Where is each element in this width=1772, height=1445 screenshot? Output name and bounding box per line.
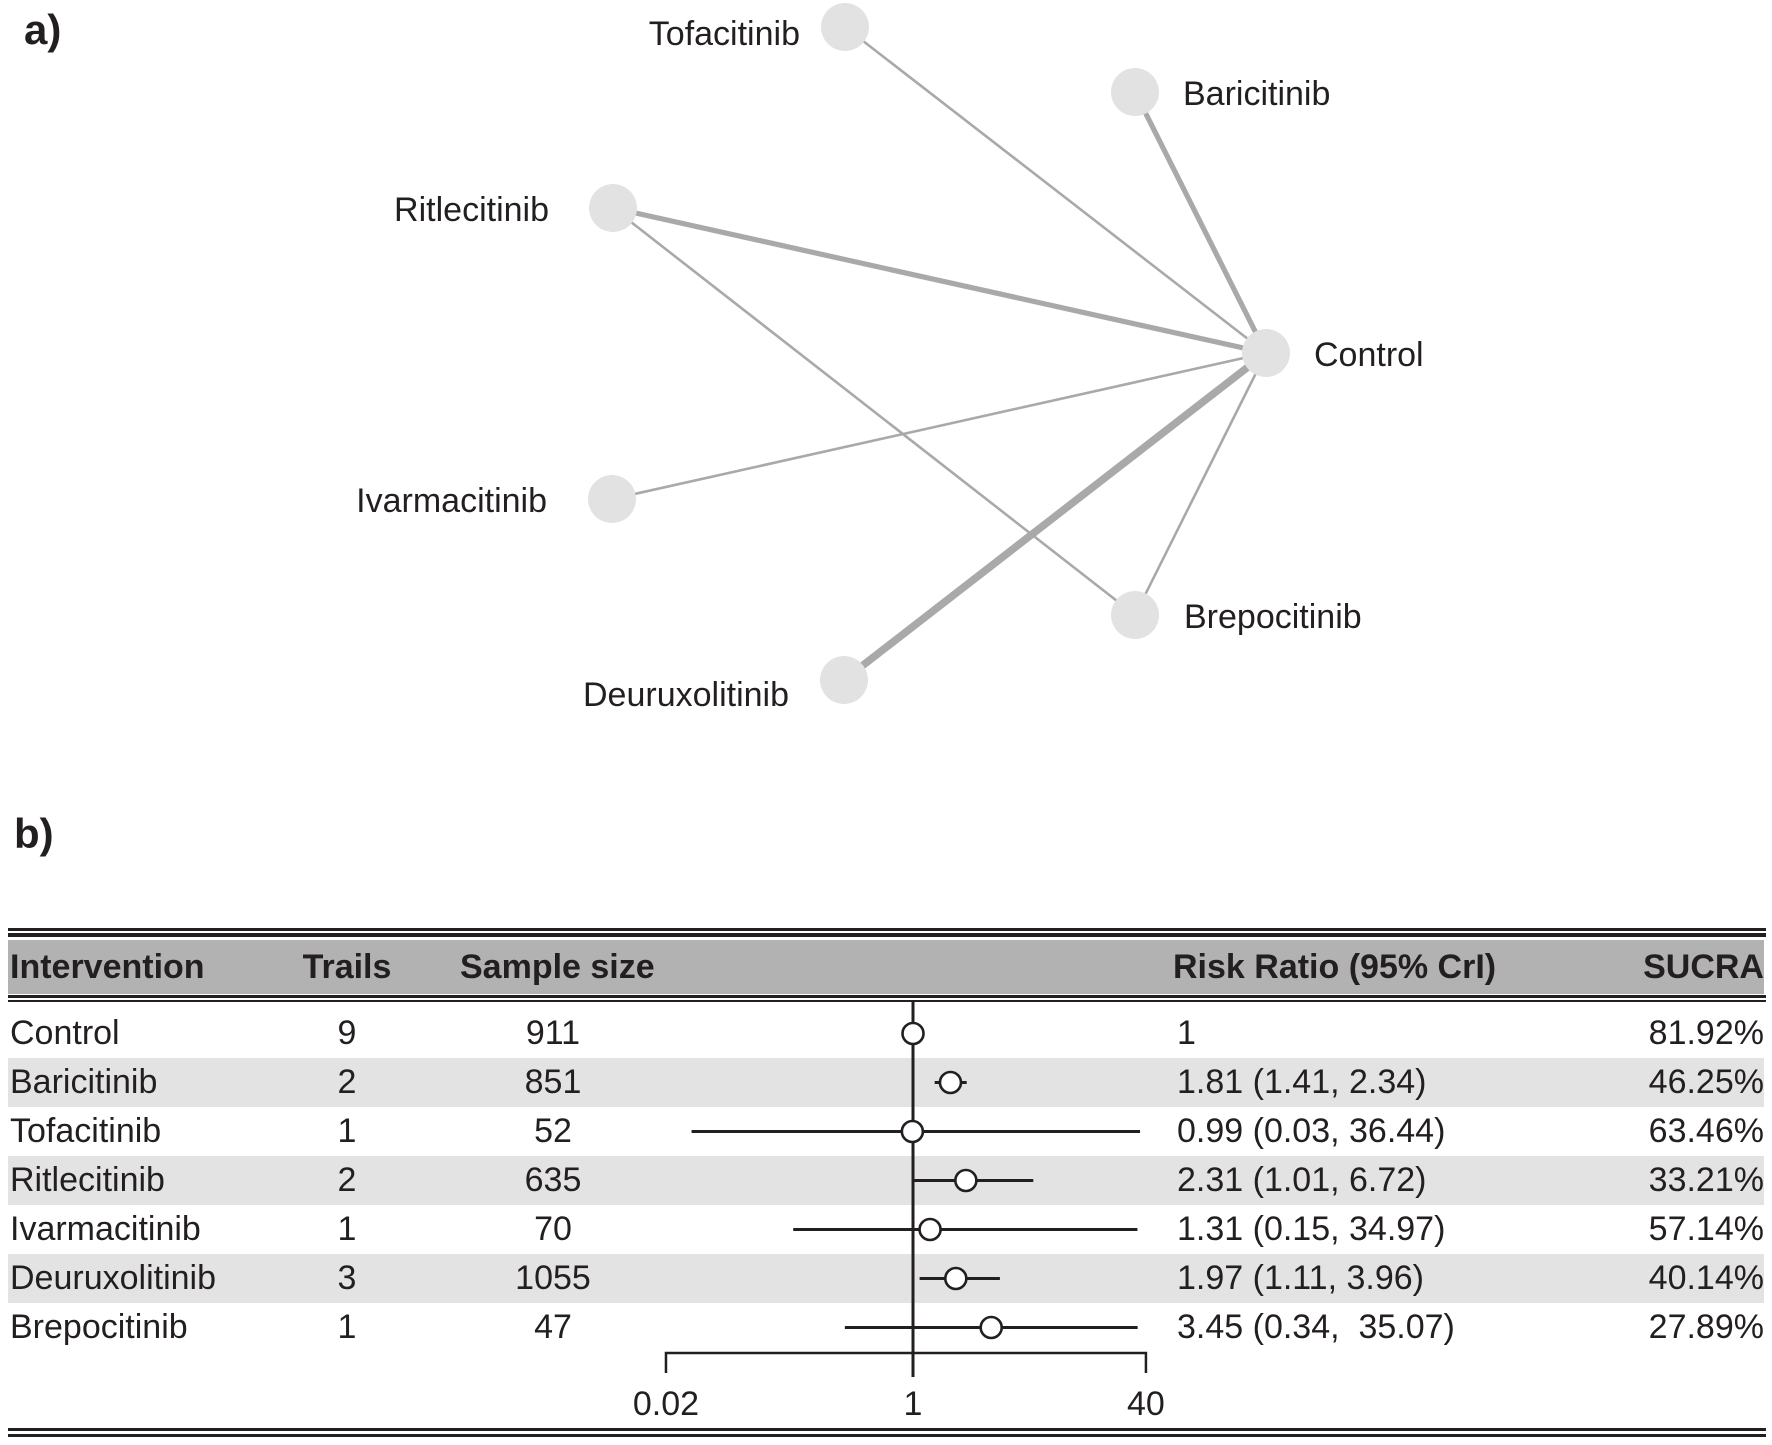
cell-sample-size-6: 47	[534, 1308, 572, 1346]
cell-sucra-6: 27.89%	[1648, 1308, 1764, 1346]
node-brepocitinib	[1111, 591, 1159, 639]
cell-sample-size-5: 1055	[515, 1259, 591, 1297]
node-label-ritlecitinib: Ritlecitinib	[394, 191, 549, 229]
cell-sucra-1: 46.25%	[1648, 1063, 1764, 1101]
cell-trails-0: 9	[337, 1014, 357, 1052]
cell-sample-size-0: 911	[525, 1014, 581, 1052]
table-header-rule-2	[8, 1000, 1766, 1002]
node-ritlecitinib	[589, 184, 637, 232]
cell-sample-size-3: 635	[524, 1161, 582, 1199]
cell-intervention-1: Baricitinib	[10, 1063, 158, 1101]
edge-baricitinib-control	[1132, 90, 1269, 355]
cell-trails-3: 2	[337, 1161, 357, 1199]
row-band-deuruxolitinib	[8, 1254, 1764, 1303]
table-header-band	[8, 940, 1764, 994]
node-baricitinib	[1111, 68, 1159, 116]
cell-intervention-5: Deuruxolitinib	[10, 1259, 216, 1297]
column-header-sucra: SUCRA	[1643, 948, 1764, 986]
table-bottom-rule-2	[8, 1434, 1766, 1437]
cell-sucra-4: 57.14%	[1648, 1210, 1764, 1248]
table-bottom-rule-1	[8, 1428, 1766, 1431]
cell-intervention-2: Tofacitinib	[10, 1112, 162, 1150]
edge-tofacitinib-control	[844, 25, 1267, 355]
edge-deuruxolitinib-control	[841, 349, 1269, 684]
cell-sample-size-2: 52	[534, 1112, 572, 1150]
cell-trails-1: 2	[337, 1063, 357, 1101]
table-top-rule-1	[8, 928, 1766, 931]
cell-sample-size-4: 70	[534, 1210, 572, 1248]
node-label-baricitinib: Baricitinib	[1183, 75, 1330, 113]
cell-sucra-5: 40.14%	[1648, 1259, 1764, 1297]
node-tofacitinib	[821, 3, 869, 51]
cell-risk-ratio-2: 0.99 (0.03, 36.44)	[1177, 1112, 1446, 1150]
cell-risk-ratio-0: 1	[1177, 1014, 1196, 1052]
cell-intervention-6: Brepocitinib	[10, 1308, 188, 1346]
cell-sample-size-1: 851	[524, 1063, 582, 1101]
cell-sucra-0: 81.92%	[1648, 1014, 1764, 1052]
edge-ritlecitinib-brepocitinib	[612, 206, 1136, 617]
table-header-rule-1	[8, 995, 1766, 998]
cell-sucra-3: 33.21%	[1648, 1161, 1764, 1199]
table-top-rule-2	[8, 933, 1766, 937]
panel-a-label: a)	[24, 6, 62, 53]
row-band-ritlecitinib	[8, 1156, 1764, 1205]
cell-risk-ratio-1: 1.81 (1.41, 2.34)	[1177, 1063, 1427, 1101]
edge-ritlecitinib-control	[612, 205, 1267, 356]
cell-intervention-4: Ivarmacitinib	[10, 1210, 201, 1248]
column-header-sample-size: Sample size	[460, 948, 655, 986]
row-band-baricitinib	[8, 1058, 1764, 1107]
node-label-ivarmacitinib: Ivarmacitinib	[356, 482, 547, 520]
cell-risk-ratio-3: 2.31 (1.01, 6.72)	[1177, 1161, 1427, 1199]
cell-trails-2: 1	[337, 1112, 357, 1150]
cell-trails-5: 3	[337, 1259, 357, 1297]
network-plot: TofacitinibBaricitinibRitlecitinibContro…	[356, 3, 1424, 714]
panel-b-label: b)	[14, 810, 54, 857]
cell-risk-ratio-6: 3.45 (0.34, 35.07)	[1177, 1308, 1455, 1346]
node-ivarmacitinib	[588, 475, 636, 523]
cell-trails-6: 1	[337, 1308, 357, 1346]
node-label-tofacitinib: Tofacitinib	[649, 15, 800, 53]
node-label-deuruxolitinib: Deuruxolitinib	[583, 676, 789, 714]
node-label-control: Control	[1314, 336, 1424, 374]
node-deuruxolitinib	[820, 656, 868, 704]
column-header-risk-ratio: Risk Ratio (95% CrI)	[1173, 948, 1497, 986]
edge-ivarmacitinib-control	[611, 351, 1267, 501]
column-header-trails: Trails	[302, 948, 392, 986]
cell-risk-ratio-4: 1.31 (0.15, 34.97)	[1177, 1210, 1446, 1248]
cell-intervention-3: Ritlecitinib	[10, 1161, 165, 1199]
edge-brepocitinib-control	[1133, 352, 1268, 616]
node-control	[1242, 329, 1290, 377]
cell-intervention-0: Control	[10, 1014, 120, 1052]
cell-risk-ratio-5: 1.97 (1.11, 3.96)	[1177, 1259, 1424, 1297]
node-label-brepocitinib: Brepocitinib	[1184, 598, 1362, 636]
cell-trails-4: 1	[337, 1210, 357, 1248]
column-header-intervention: Intervention	[10, 948, 205, 986]
cell-sucra-2: 63.46%	[1648, 1112, 1764, 1150]
